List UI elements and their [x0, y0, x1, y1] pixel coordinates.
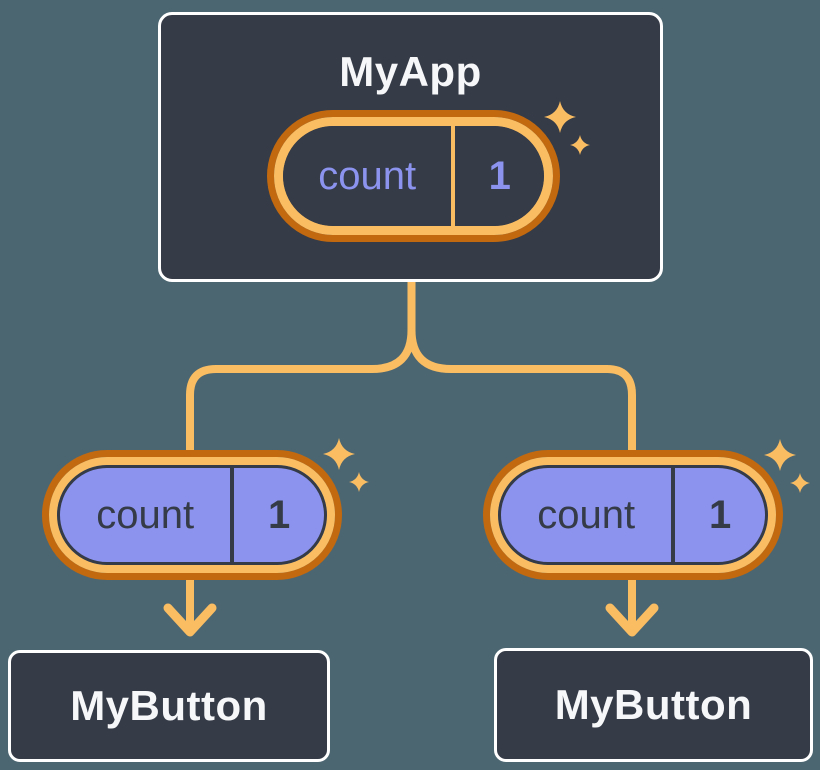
child-state-pill-right-ring: count 1: [490, 457, 776, 573]
child-state-value-label: 1: [709, 493, 732, 537]
sparkle-icon: [544, 101, 590, 155]
sparkle-icon: [764, 439, 810, 493]
child-state-pill-right: count 1: [483, 450, 783, 580]
child-pill-divider: [671, 468, 676, 562]
root-state-pill-body: count 1: [283, 126, 544, 226]
sparkle-icon: [323, 438, 369, 492]
child-state-name-label: count: [96, 493, 195, 537]
child-state-pill-left: count 1: [42, 450, 342, 580]
root-component-title: MyApp: [339, 48, 482, 95]
child-component-box-left: MyButton: [8, 650, 330, 762]
connector-right-branch: [407, 278, 636, 629]
child-pill-divider: [230, 468, 235, 562]
child-component-box-right: MyButton: [494, 648, 813, 762]
child-component-title: MyButton: [70, 682, 268, 729]
root-pill-divider: [451, 126, 456, 226]
arrowhead-down-left-icon: [163, 603, 217, 637]
root-state-name-label: count: [318, 154, 417, 198]
root-state-pill: count 1: [267, 110, 560, 242]
root-state-pill-ring: count 1: [274, 117, 553, 235]
arrowhead-down-right-icon: [605, 603, 659, 637]
child-state-value-label: 1: [268, 493, 291, 537]
child-state-pill-left-body: count 1: [57, 465, 327, 565]
child-state-pill-right-body: count 1: [498, 465, 768, 565]
child-state-name-label: count: [537, 493, 636, 537]
child-component-title: MyButton: [554, 681, 753, 728]
root-state-value-label: 1: [488, 154, 511, 198]
child-state-pill-left-ring: count 1: [49, 457, 335, 573]
